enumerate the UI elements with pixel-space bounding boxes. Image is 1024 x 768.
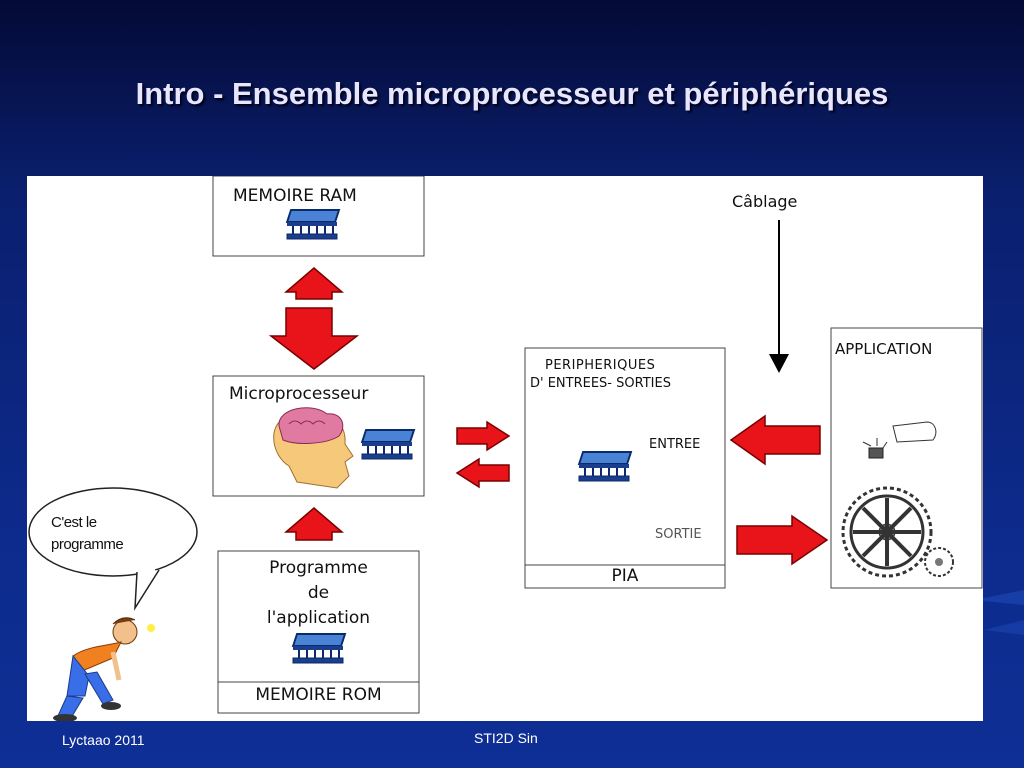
- cabling-label: Câblage: [732, 192, 798, 211]
- arrow-cpu-to-pia: [456, 420, 511, 452]
- application-label: APPLICATION: [835, 340, 933, 358]
- head-brain-icon: [273, 407, 354, 489]
- pia-label: PIA: [611, 566, 639, 586]
- speech-bubble-text: C'est le programme: [51, 512, 124, 556]
- ram-label: MEMOIRE RAM: [233, 186, 357, 206]
- gear-icon: [841, 486, 954, 578]
- arrow-app-to-pia: [729, 414, 821, 466]
- pia-title-line2: D' ENTREES- SORTIES: [530, 376, 671, 391]
- decorative-swoosh: [974, 590, 1024, 635]
- arrow-up-rom: [283, 507, 345, 541]
- rom-program-line3: l'application: [266, 608, 371, 628]
- person-icon: [53, 617, 155, 721]
- cabling-arrow-icon: [769, 354, 789, 373]
- footer-left: Lyctaao 2011: [62, 732, 145, 748]
- diagram-panel: MEMOIRE RAM Microprocesseur Programme de…: [27, 176, 983, 721]
- ram-chip-icon: [286, 209, 340, 240]
- footer-center: STI2D Sin: [474, 730, 538, 746]
- rom-program-text: Programme de l'application: [218, 556, 419, 631]
- arrow-up-ram: [283, 267, 345, 300]
- pia-chip-icon: [578, 451, 632, 482]
- speech-bubble-line1: C'est le: [51, 514, 97, 531]
- rom-label: MEMOIRE ROM: [255, 685, 382, 705]
- arrow-pia-to-app: [736, 514, 829, 566]
- hand-button-icon: [862, 421, 937, 459]
- pia-output-label: SORTIE: [655, 527, 702, 542]
- pia-input-label: ENTREE: [649, 437, 701, 452]
- rom-program-line1: Programme: [269, 558, 368, 578]
- cpu-label: Microprocesseur: [229, 384, 369, 404]
- arrow-down-ram: [268, 307, 360, 370]
- rom-box: [217, 550, 420, 714]
- slide-title: Intro - Ensemble microprocesseur et péri…: [135, 76, 889, 111]
- speech-bubble: [28, 487, 198, 611]
- rom-chip-icon: [292, 633, 346, 664]
- diagram-graphics: [28, 176, 983, 721]
- arrow-pia-to-cpu: [455, 457, 510, 489]
- cpu-chip-icon: [361, 429, 415, 460]
- pia-title-line1: PERIPHERIQUES: [545, 358, 656, 373]
- speech-bubble-line2: programme: [51, 536, 124, 553]
- rom-program-line2: de: [307, 583, 330, 603]
